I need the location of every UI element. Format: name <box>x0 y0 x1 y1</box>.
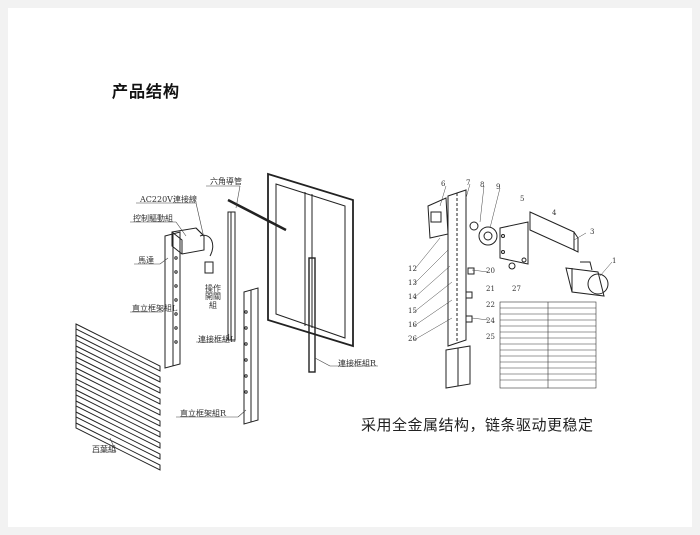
label-hex-tube: 六角導管 <box>210 177 242 186</box>
door-frame-inner <box>275 183 346 339</box>
callout-5: 5 <box>520 195 525 203</box>
callout-1: 1 <box>612 257 617 265</box>
switch-box <box>204 261 214 274</box>
callout-27: 27 <box>512 285 521 293</box>
power-cable <box>199 234 214 257</box>
mounting-plate <box>499 221 529 265</box>
gear-motor <box>565 267 605 297</box>
door-frame-outer <box>267 172 354 348</box>
label-manual-switch: 操作開關組 <box>205 284 221 310</box>
frame-right-upright <box>243 287 259 425</box>
caption: 采用全金属结构，链条驱动更稳定 <box>361 416 594 434</box>
callout-25: 25 <box>486 333 495 341</box>
callout-20: 20 <box>486 267 495 275</box>
callout-26: 26 <box>408 335 417 343</box>
callout-21: 21 <box>486 285 495 293</box>
callout-12: 12 <box>408 265 417 273</box>
sprocket-large <box>478 226 498 246</box>
section-title: 产品结构 <box>112 82 181 101</box>
lower-channel <box>445 345 471 389</box>
callout-8: 8 <box>480 181 485 189</box>
callout-6: 6 <box>441 180 446 188</box>
callout-22: 22 <box>486 301 495 309</box>
label-control-drive: 控制驅動組 <box>133 214 173 223</box>
callout-3: 3 <box>590 228 595 236</box>
frame-left-holes <box>174 256 178 344</box>
callout-9: 9 <box>496 183 501 191</box>
chain-column <box>447 189 467 347</box>
callout-16: 16 <box>408 321 417 329</box>
label-frame-right: 直立框架組R <box>180 409 227 418</box>
motor-body <box>529 211 575 251</box>
callout-13: 13 <box>408 279 417 287</box>
label-power-connection: AC220V連接線 <box>140 195 197 204</box>
callout-4: 4 <box>552 209 557 217</box>
upper-bracket <box>427 197 449 239</box>
louver-stack <box>75 323 161 471</box>
label-frame-left: 直立框架組L <box>132 304 178 313</box>
label-connect-frame-l: 連接框組L <box>198 335 236 344</box>
sprocket-small <box>469 221 479 231</box>
label-motor: 馬達 <box>138 256 154 265</box>
frame-left-upright <box>164 231 181 369</box>
callout-24: 24 <box>486 317 495 325</box>
callout-15: 15 <box>408 307 417 315</box>
label-connect-frame-r: 連接框組R <box>338 359 377 368</box>
connect-frame-right <box>308 257 316 373</box>
bom-table <box>499 301 597 389</box>
frame-right-holes <box>244 310 248 394</box>
label-louver-group: 百葉組 <box>92 445 116 454</box>
callout-7: 7 <box>466 179 471 187</box>
callout-14: 14 <box>408 293 417 301</box>
